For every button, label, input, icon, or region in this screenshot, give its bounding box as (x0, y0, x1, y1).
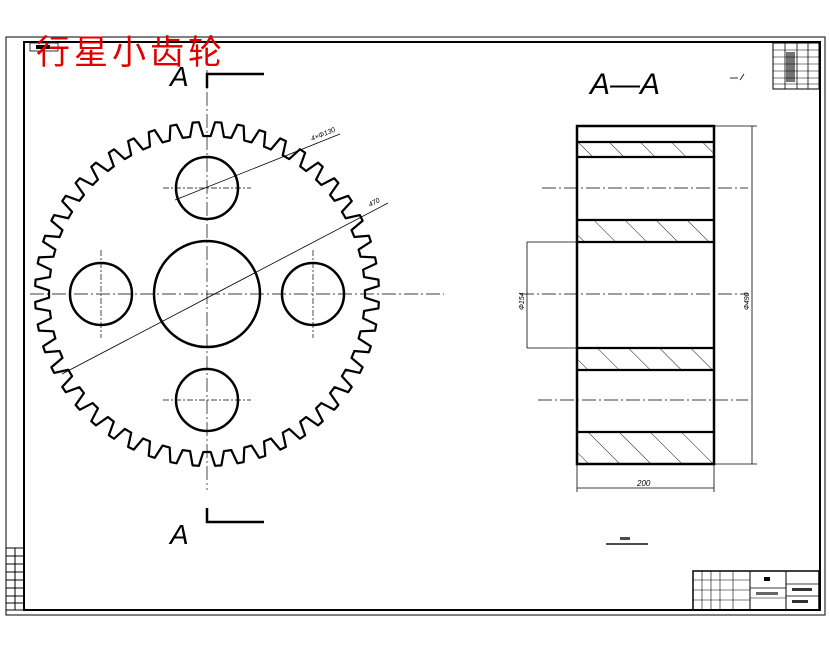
holes-dimension-leader (174, 133, 341, 201)
pitch-dimension-text: 470 (368, 197, 382, 209)
width-dimension-text: 200 (636, 479, 651, 488)
roughness-mark (730, 73, 745, 81)
hatch-band-2 (577, 220, 714, 242)
section-view-title: A—A (590, 68, 661, 101)
technical-notes (606, 537, 648, 545)
outer-dimension-text: Φ490 (744, 292, 751, 310)
gear-front-view: 4×Φ130 470 (30, 70, 444, 524)
hatch-band-1 (577, 142, 714, 157)
hatch-band-3 (577, 348, 714, 370)
bore-dimension-text: Φ154 (519, 292, 526, 310)
drawing-code-box (29, 42, 59, 52)
center-lines (30, 70, 444, 490)
section-label-bottom: A (170, 519, 189, 550)
inner-frame-border (23, 41, 821, 611)
section-label-top: A (170, 61, 189, 92)
left-margin-strip (5, 547, 25, 611)
outer-sheet-border (5, 36, 826, 616)
section-mark-top (205, 72, 264, 88)
section-outline (575, 124, 716, 466)
central-bore (152, 239, 262, 349)
section-mark-bottom (205, 508, 264, 524)
drawing-title: 行星小齿轮 (36, 33, 226, 73)
section-view-a-a: Φ154 Φ490 200 (519, 124, 757, 492)
revision-table (772, 42, 820, 90)
gear-teeth-outline (34, 121, 380, 467)
pitch-dimension-leader (61, 202, 389, 375)
hatch-band-4 (577, 432, 714, 464)
title-block (692, 570, 820, 611)
